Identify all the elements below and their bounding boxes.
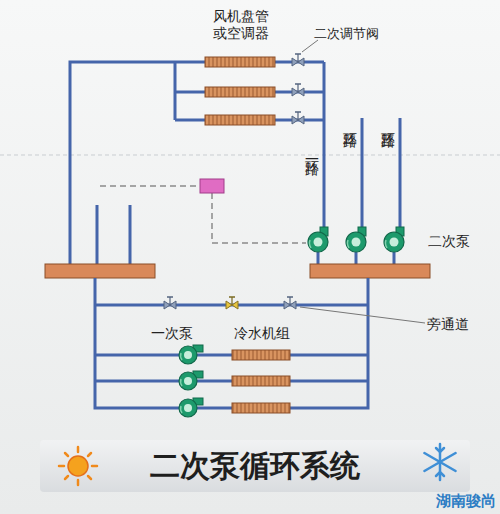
- fan-coil: [205, 87, 275, 97]
- bypass-valve: [226, 297, 238, 309]
- component-label: 二次泵: [428, 233, 494, 250]
- control-line: [100, 185, 200, 187]
- loop-label: 环路一: [302, 150, 320, 153]
- bypass-valve: [164, 297, 176, 309]
- control-line: [212, 193, 306, 243]
- primary-pump: [179, 398, 203, 417]
- title-banner: [40, 440, 470, 492]
- control-valve: [292, 84, 304, 96]
- chiller: [232, 403, 290, 413]
- primary-pump: [179, 345, 203, 364]
- loop-label: 环路二: [340, 122, 358, 125]
- secondary-pump: [346, 227, 366, 252]
- pipe: [70, 62, 324, 264]
- leader-line: [302, 40, 318, 52]
- divider-line: [0, 155, 500, 156]
- header: [45, 264, 155, 278]
- watermark: 湖南骏尚: [398, 492, 496, 510]
- secondary-pump: [384, 227, 404, 252]
- controller: [200, 179, 224, 193]
- pipe: [95, 278, 368, 408]
- diagram-title: 二次泵循环系统: [110, 448, 400, 484]
- loop-label: 环路三: [378, 122, 396, 125]
- control-valve: [292, 112, 304, 124]
- fan-coil: [205, 57, 275, 67]
- chiller: [232, 376, 290, 386]
- component-label: 一次泵: [140, 325, 204, 342]
- component-label: 风机盘管 或空调器: [203, 8, 279, 42]
- snowflake-icon: [424, 444, 455, 480]
- sun-icon: [59, 447, 97, 485]
- leader-line: [300, 307, 425, 323]
- component-label: 冷水机组: [226, 325, 298, 342]
- chiller: [232, 350, 290, 360]
- bypass-valve: [284, 297, 296, 309]
- header: [310, 264, 430, 278]
- pipe: [97, 118, 400, 264]
- component-label: 二次调节阀: [314, 26, 404, 42]
- primary-pump: [179, 371, 203, 390]
- fan-coil: [205, 115, 275, 125]
- secondary-pump: [308, 227, 328, 252]
- component-label: 旁通道: [427, 316, 493, 333]
- control-valve: [292, 54, 304, 66]
